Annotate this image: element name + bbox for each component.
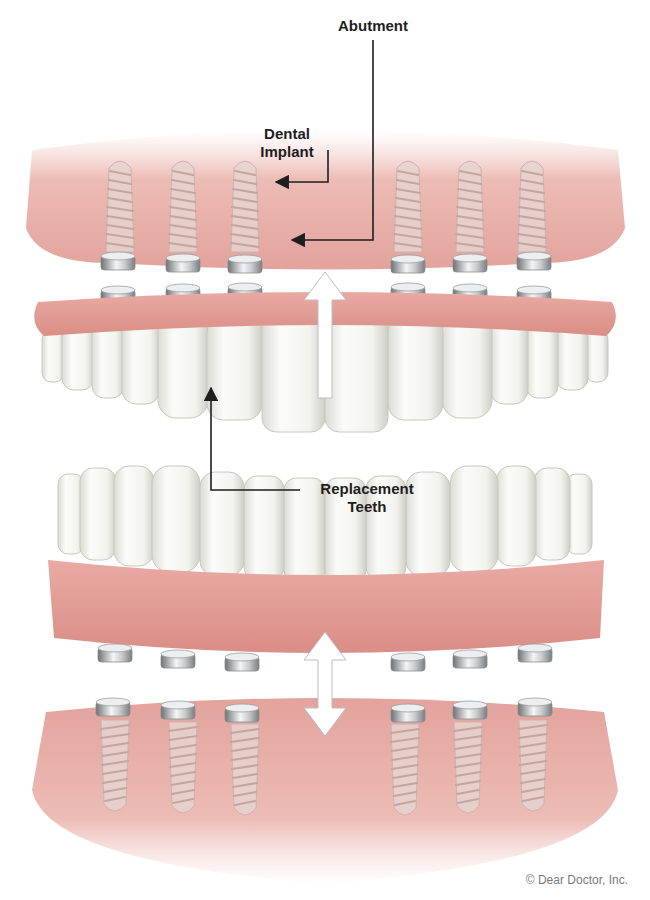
part-label: Dental Implant (254, 125, 320, 161)
part-label: Abutment (318, 17, 428, 35)
leader-lines (211, 40, 373, 490)
part-label: Replacement Teeth (309, 480, 425, 516)
copyright-note: © Dear Doctor, Inc. (526, 871, 628, 889)
